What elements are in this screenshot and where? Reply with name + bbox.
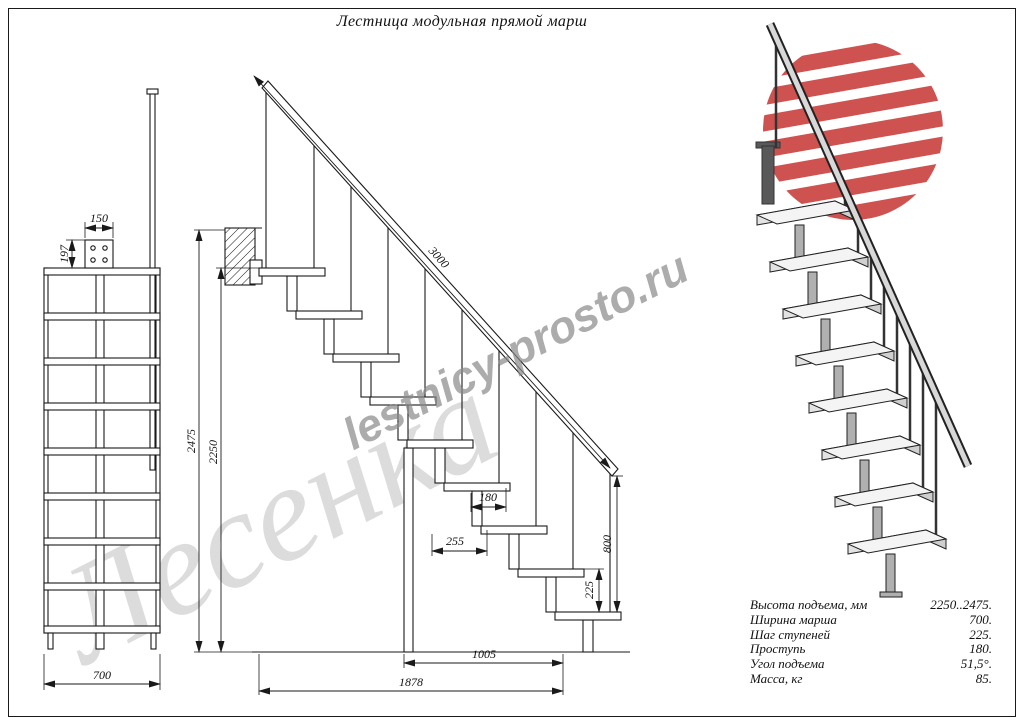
side-treads [258, 267, 622, 621]
dim-height-clear: 2250 [206, 440, 220, 464]
front-step [43, 537, 161, 546]
spec-row: Высота подъема, мм 2250..2475. [750, 597, 992, 613]
dim-rise: 225 [582, 581, 596, 599]
spec-row: Ширина марша 700. [750, 611, 992, 628]
front-handrail-post [149, 92, 156, 471]
page-title: Лестница модульная прямой марш [336, 13, 588, 30]
spec-label: Шаг ступеней [750, 626, 830, 642]
front-step [43, 267, 161, 276]
front-leg [95, 632, 105, 650]
spec-label: Ширина марша [750, 611, 837, 627]
dim-run-total: 1878 [399, 675, 423, 689]
side-balusters [265, 86, 611, 612]
spec-row: Угол подъема 51,5°. [750, 656, 992, 672]
spec-value: 700. [969, 611, 992, 627]
spec-row: Проступь 180. [750, 642, 992, 657]
front-leg [47, 632, 54, 650]
spec-value: 2250..2475. [930, 597, 992, 612]
dim-overhang: 255 [446, 534, 464, 548]
spec-value: 180. [969, 641, 992, 657]
spec-table: Высота подъема, мм 2250..2475. Ширина ма… [750, 597, 992, 687]
front-step [43, 492, 161, 501]
front-step [43, 447, 161, 456]
front-handrail-cap [146, 88, 159, 95]
handrail-band [261, 80, 619, 477]
iso-handrail [765, 22, 973, 468]
spec-label: Угол подъема [750, 656, 825, 672]
front-view: 150 197 700 [43, 88, 161, 690]
spec-label: Высота подъема, мм [750, 597, 868, 612]
front-structure [43, 88, 161, 650]
dim-tread: 180 [479, 490, 497, 504]
front-step [43, 312, 161, 321]
dim-bracket-height: 197 [57, 244, 71, 263]
iso-treads [756, 200, 947, 598]
front-step [43, 582, 161, 591]
front-dimensions: 150 197 700 [43, 211, 161, 690]
dim-bracket-width: 150 [90, 211, 108, 225]
mid-support-leg [403, 447, 414, 653]
front-leg [150, 632, 157, 650]
front-step [43, 625, 161, 634]
spec-value: 85. [975, 670, 992, 686]
dim-rail-height: 800 [600, 535, 614, 553]
dim-height-total: 2475 [184, 429, 198, 453]
front-step [43, 357, 161, 366]
bottom-support-leg [582, 619, 594, 653]
spec-row: Масса, кг 85. [750, 670, 992, 687]
spec-value: 225. [969, 626, 992, 642]
spec-label: Проступь [750, 641, 806, 657]
iso-view [748, 22, 973, 598]
side-posts [286, 275, 594, 653]
dim-flight-width: 700 [93, 668, 111, 682]
iso-wall-bracket [761, 145, 775, 205]
side-view: 3000 2475 2250 180 255 800 225 [184, 75, 630, 695]
dim-run-lower: 1005 [472, 647, 496, 661]
front-step [43, 402, 161, 411]
front-mount-bracket [84, 239, 114, 269]
spec-label: Масса, кг [750, 670, 803, 686]
iso-floor-flange [879, 591, 903, 598]
spec-row: Шаг ступеней 225. [750, 626, 992, 643]
side-dimensions: 3000 2475 2250 180 255 800 225 [184, 75, 623, 695]
spec-value: 51,5°. [960, 656, 992, 672]
iso-balusters [774, 33, 938, 535]
